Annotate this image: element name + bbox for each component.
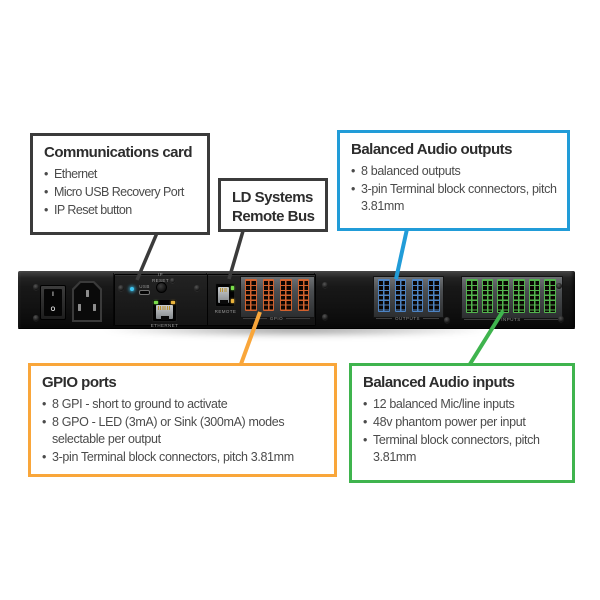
input-blocks bbox=[466, 279, 556, 313]
remote-link-led bbox=[231, 285, 234, 290]
iec-power-inlet bbox=[72, 281, 102, 322]
callout-title-line1: LD Systems bbox=[232, 189, 313, 206]
bullet-item: 8 GPI - short to ground to activate bbox=[42, 396, 324, 413]
output-terminal-block bbox=[378, 279, 390, 312]
remote-activity-led bbox=[231, 299, 234, 303]
callout-balanced-audio-inputs: Balanced Audio inputs 12 balanced Mic/li… bbox=[349, 363, 575, 483]
power-switch: I O bbox=[40, 285, 66, 320]
input-terminal-block bbox=[497, 279, 509, 313]
ethernet-port bbox=[152, 299, 177, 322]
gpio-terminal-block bbox=[297, 279, 309, 311]
screw bbox=[33, 284, 39, 290]
callout-title-line2: Remote Bus bbox=[232, 207, 315, 225]
bullet-item: Micro USB Recovery Port bbox=[44, 184, 197, 201]
ip-reset-label: IP RESET bbox=[151, 272, 169, 283]
panel-seam bbox=[113, 273, 114, 326]
callout-bullet-list: Ethernet Micro USB Recovery Port IP Rese… bbox=[44, 166, 197, 219]
callout-remote-bus: LD Systems Remote Bus bbox=[218, 178, 328, 232]
power-on-symbol: I bbox=[52, 292, 54, 298]
bullet-item: 3-pin Terminal block connectors, pitch 3… bbox=[42, 449, 324, 466]
gpio-label-text: GPIO bbox=[269, 315, 284, 321]
outputs-group-label: OUTPUTS bbox=[373, 316, 442, 321]
callout-title: Communications card bbox=[44, 144, 193, 161]
ethernet-activity-led bbox=[171, 301, 175, 304]
callout-title: Balanced Audio outputs bbox=[351, 141, 512, 158]
rj45-jack bbox=[218, 287, 229, 303]
screw bbox=[444, 317, 450, 323]
input-terminal-block bbox=[544, 279, 556, 313]
screw bbox=[170, 278, 175, 283]
screw bbox=[322, 314, 328, 320]
screw bbox=[556, 283, 562, 289]
bullet-item: 48v phantom power per input bbox=[363, 414, 562, 431]
remote-label: REMOTE bbox=[214, 308, 237, 314]
inputs-label-text: INPUTS bbox=[501, 316, 521, 322]
bullet-item: IP Reset button bbox=[44, 202, 197, 219]
input-terminal-block bbox=[466, 279, 478, 313]
gpio-terminal-block bbox=[262, 279, 274, 311]
callout-balanced-audio-outputs: Balanced Audio outputs 8 balanced output… bbox=[337, 130, 570, 231]
remote-bus-port bbox=[215, 283, 235, 307]
inputs-group-label: INPUTS bbox=[461, 317, 561, 322]
status-led bbox=[130, 287, 134, 291]
callout-title: GPIO ports bbox=[42, 374, 117, 391]
iec-pin bbox=[85, 290, 89, 297]
bullet-item: Terminal block connectors, pitch 3.81mm bbox=[363, 432, 545, 466]
bullet-item: 12 balanced Mic/line inputs bbox=[363, 396, 562, 413]
ethernet-link-led bbox=[154, 301, 158, 304]
bullet-item: 3-pin Terminal block connectors, pitch 3… bbox=[351, 181, 557, 215]
input-terminal-block bbox=[528, 279, 541, 313]
micro-usb-port bbox=[139, 290, 150, 295]
callout-title: Balanced Audio inputs bbox=[363, 374, 515, 391]
screw bbox=[33, 315, 39, 321]
bullet-item: Ethernet bbox=[44, 166, 197, 183]
output-terminal-block bbox=[411, 279, 424, 312]
screw bbox=[118, 285, 124, 291]
power-off-symbol: O bbox=[50, 307, 56, 313]
output-terminal-block bbox=[428, 279, 440, 312]
iec-face bbox=[74, 283, 100, 320]
screw bbox=[194, 285, 200, 291]
callout-gpio-ports: GPIO ports 8 GPI - short to ground to ac… bbox=[28, 363, 337, 477]
iec-pin bbox=[93, 304, 96, 311]
screw bbox=[558, 316, 564, 322]
gpio-group-label: GPIO bbox=[240, 316, 313, 321]
callout-bullet-list: 8 GPI - short to ground to activate 8 GP… bbox=[42, 396, 324, 466]
callout-communications-card: Communications card Ethernet Micro USB R… bbox=[30, 133, 210, 235]
gpio-blocks bbox=[245, 279, 309, 311]
gpio-terminal-block bbox=[245, 279, 257, 311]
power-rocker: I O bbox=[44, 289, 62, 316]
usb-label: USB bbox=[139, 284, 150, 289]
ip-reset-button bbox=[156, 282, 167, 293]
outputs-label-text: OUTPUTS bbox=[395, 315, 421, 321]
bullet-item: 8 balanced outputs bbox=[351, 163, 557, 180]
input-terminal-block bbox=[481, 279, 494, 313]
rj45-jack bbox=[156, 305, 173, 319]
input-terminal-block bbox=[513, 279, 525, 313]
gpio-terminal-block bbox=[280, 279, 292, 311]
output-terminal-block bbox=[394, 279, 407, 312]
callout-bullet-list: 8 balanced outputs 3-pin Terminal block … bbox=[351, 163, 557, 215]
screw bbox=[322, 282, 328, 288]
iec-pin bbox=[78, 304, 81, 311]
ethernet-label: ETHERNET bbox=[150, 322, 179, 328]
callout-bullet-list: 12 balanced Mic/line inputs 48v phantom … bbox=[363, 396, 562, 466]
output-blocks bbox=[378, 279, 440, 312]
bullet-item: 8 GPO - LED (3mA) or Sink (300mA) modes … bbox=[42, 414, 290, 448]
